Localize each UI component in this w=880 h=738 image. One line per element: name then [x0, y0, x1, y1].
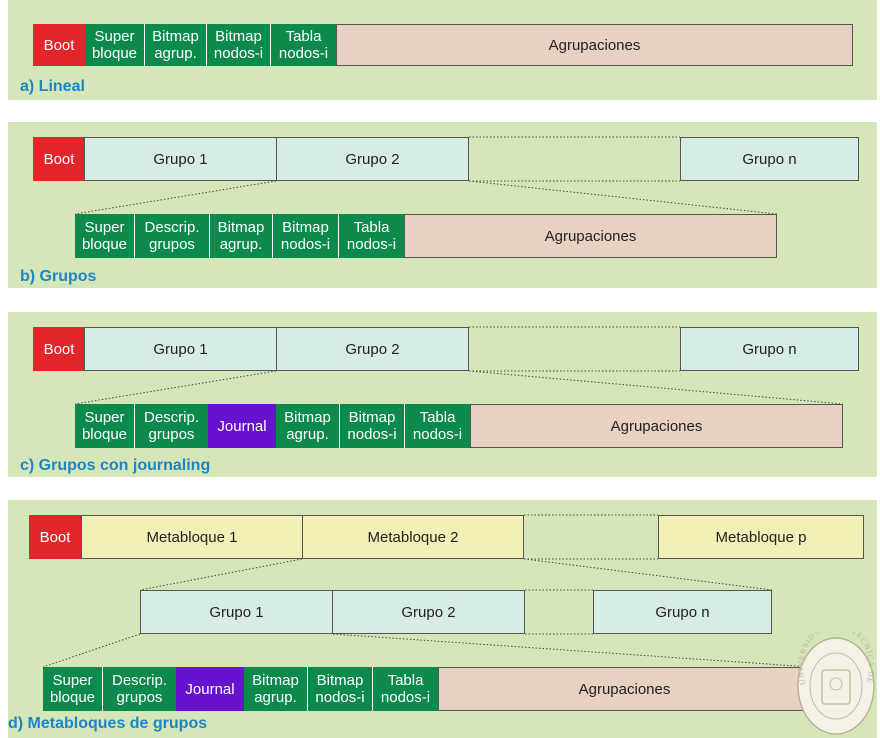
metabloques-grupo-1: Grupo 1 — [140, 590, 333, 634]
grupos-boot-block: Boot — [33, 137, 85, 181]
lineal-agrupaciones-block: Agrupaciones — [336, 24, 853, 66]
lineal-superbloque-block: Super bloque — [85, 24, 144, 66]
lineal-tabla-nodos-block: Tabla nodos-i — [270, 24, 336, 66]
metabloques-grupo-2: Grupo 2 — [332, 590, 525, 634]
journaling-bitmap-agrup-block: Bitmap agrup. — [276, 404, 339, 448]
grupos-agrupaciones-block: Agrupaciones — [404, 214, 777, 258]
grupos-bitmap-agrup-block: Bitmap agrup. — [209, 214, 272, 258]
journaling-tabla-nodos-block: Tabla nodos-i — [404, 404, 470, 448]
grupos-grupo-2: Grupo 2 — [276, 137, 469, 181]
grupos-superbloque-block: Super bloque — [75, 214, 134, 258]
metabloques-boot-block: Boot — [29, 515, 81, 559]
metabloques-metabloque-1: Metabloque 1 — [81, 515, 303, 559]
lineal-bitmap-agrup-block: Bitmap agrup. — [144, 24, 206, 66]
lineal-boot-block: Boot — [33, 24, 85, 66]
metabloques-metabloque-p: Metabloque p — [658, 515, 864, 559]
metabloques-caption: d) Metabloques de grupos — [8, 715, 208, 732]
grupos-descrip-block: Descrip. grupos — [134, 214, 209, 258]
lineal-bitmap-nodos-block: Bitmap nodos-i — [206, 24, 270, 66]
grupos-caption: b) Grupos — [20, 268, 97, 285]
journaling-agrupaciones-block: Agrupaciones — [470, 404, 843, 448]
journaling-journal-block: Journal — [208, 404, 276, 448]
journaling-superbloque-block: Super bloque — [75, 404, 134, 448]
journaling-grupo-2: Grupo 2 — [276, 327, 469, 371]
grupos-grupo-n: Grupo n — [680, 137, 859, 181]
journaling-boot-block: Boot — [33, 327, 85, 371]
journaling-caption: c) Grupos con journaling — [20, 457, 211, 474]
university-seal-icon: UNIVERSIDAD POLITECNICA DE MADRID — [796, 632, 875, 735]
journaling-grupo-1: Grupo 1 — [84, 327, 277, 371]
journaling-bitmap-nodos-block: Bitmap nodos-i — [339, 404, 404, 448]
metabloques-tabla-nodos-block: Tabla nodos-i — [372, 667, 438, 711]
grupos-bitmap-nodos-block: Bitmap nodos-i — [272, 214, 338, 258]
journaling-descrip-block: Descrip. grupos — [134, 404, 208, 448]
grupos-tabla-nodos-block: Tabla nodos-i — [338, 214, 404, 258]
metabloques-journal-block: Journal — [176, 667, 244, 711]
metabloques-agrupaciones-block: Agrupaciones — [438, 667, 811, 711]
metabloques-bitmap-nodos-block: Bitmap nodos-i — [307, 667, 372, 711]
metabloques-descrip-block: Descrip. grupos — [102, 667, 176, 711]
metabloques-metabloque-2: Metabloque 2 — [302, 515, 524, 559]
lineal-caption: a) Lineal — [20, 78, 85, 95]
metabloques-superbloque-block: Super bloque — [43, 667, 102, 711]
metabloques-grupo-n: Grupo n — [593, 590, 772, 634]
journaling-grupo-n: Grupo n — [680, 327, 859, 371]
metabloques-bitmap-agrup-block: Bitmap agrup. — [244, 667, 307, 711]
grupos-grupo-1: Grupo 1 — [84, 137, 277, 181]
